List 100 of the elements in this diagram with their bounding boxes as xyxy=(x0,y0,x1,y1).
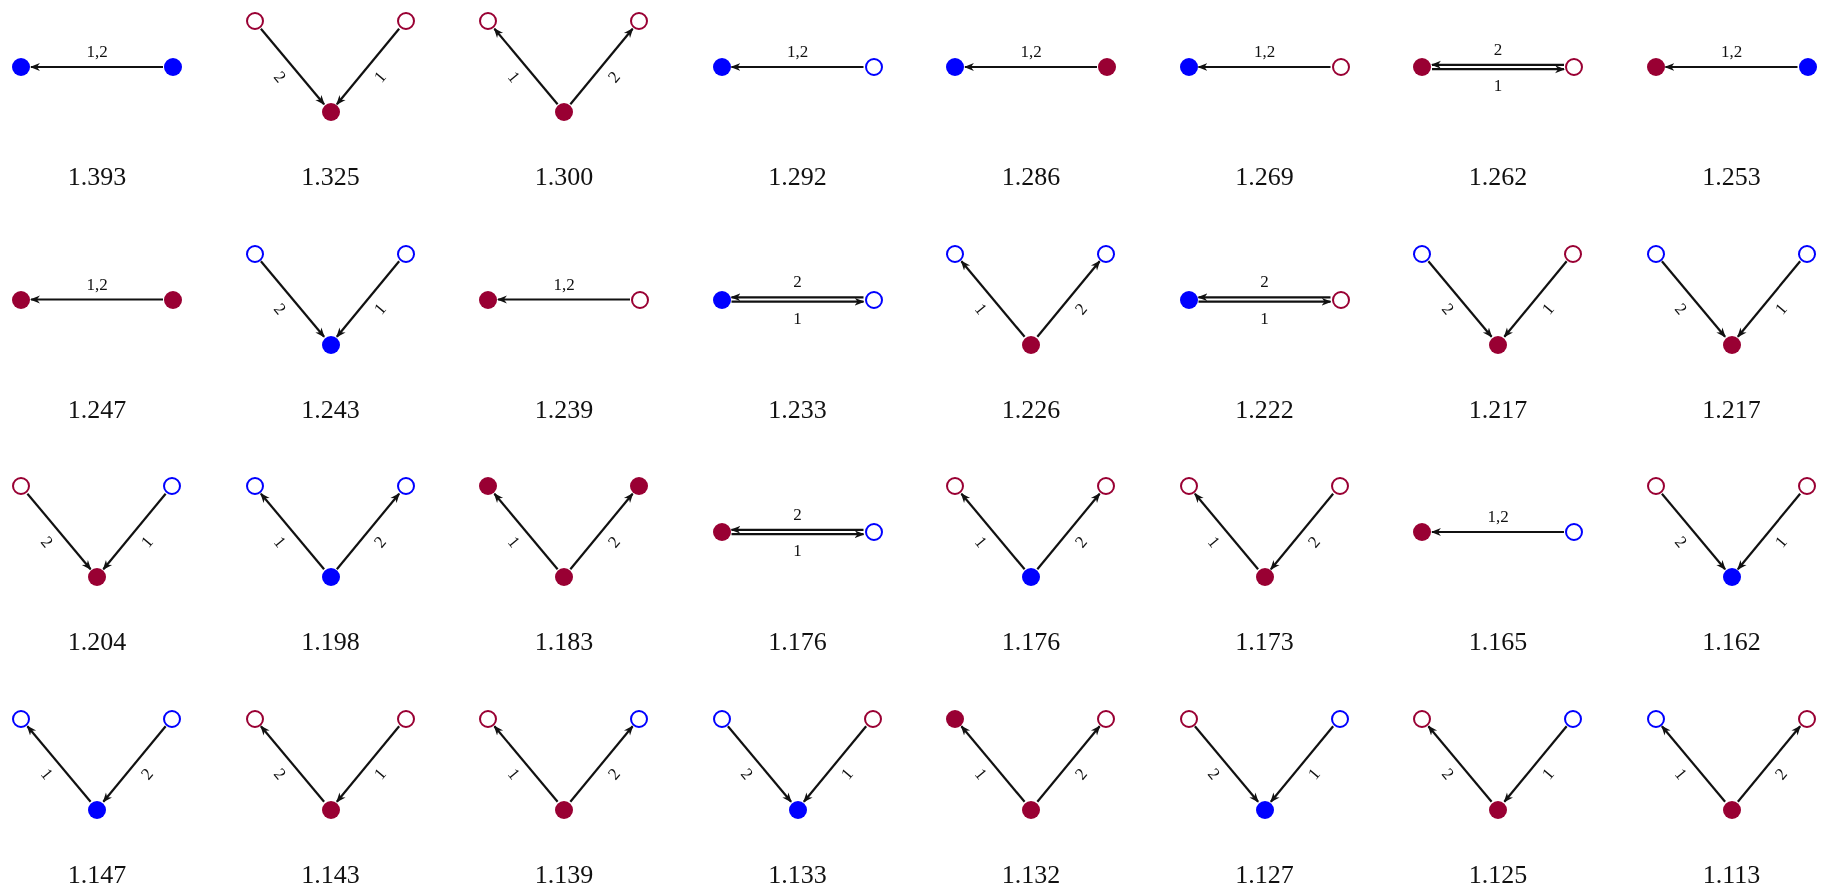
open-node xyxy=(245,709,264,728)
edge-label: 1 xyxy=(504,68,523,86)
arrow xyxy=(1503,260,1568,338)
filled-node xyxy=(164,58,182,76)
score-label: 1.127 xyxy=(1235,861,1294,888)
edge-label: 1 xyxy=(270,533,290,551)
filled-node xyxy=(1489,800,1507,819)
arrow xyxy=(260,260,325,338)
filled-node xyxy=(1646,58,1665,76)
edge-label: 2 xyxy=(1438,300,1457,318)
edge-label: 2 xyxy=(270,68,290,86)
arrow xyxy=(493,27,559,106)
arrow xyxy=(102,493,167,571)
arrow xyxy=(1661,492,1726,571)
edge-label: 1,2 xyxy=(1720,42,1743,60)
edge-label: 1 xyxy=(137,533,157,551)
score-label: 1.198 xyxy=(301,629,360,655)
open-node xyxy=(1564,709,1582,728)
edge-label: 2 xyxy=(1071,765,1091,783)
score-label: 1.292 xyxy=(768,164,827,190)
open-node xyxy=(245,12,264,30)
arrow xyxy=(1661,725,1726,803)
edge-label: 1 xyxy=(838,765,857,783)
edge-label: 2 xyxy=(270,300,290,318)
edge-label: 1 xyxy=(971,765,990,783)
open-node xyxy=(163,709,181,728)
arrow xyxy=(569,27,634,105)
edge-label: 1 xyxy=(971,533,990,551)
score-label: 1.165 xyxy=(1468,629,1528,655)
open-node xyxy=(864,290,883,309)
arrow xyxy=(260,725,325,803)
edge-label: 1 xyxy=(1772,300,1791,318)
edge-label: 1 xyxy=(371,300,390,318)
edge-label: 2 xyxy=(1260,272,1269,290)
arrow xyxy=(1737,725,1801,803)
open-node xyxy=(1179,709,1198,728)
score-label: 1.393 xyxy=(67,164,127,190)
edge-label: 1 xyxy=(971,300,990,318)
score-label: 1.133 xyxy=(768,861,827,888)
edge-label: 1 xyxy=(1305,765,1324,783)
filled-node xyxy=(321,335,340,354)
edge-label: 2 xyxy=(1305,533,1324,551)
open-node xyxy=(479,12,497,30)
edge-label: 2 xyxy=(1671,533,1691,551)
score-label: 1.226 xyxy=(1001,396,1061,423)
open-node xyxy=(630,12,648,30)
score-label: 1.143 xyxy=(301,861,360,888)
arrow xyxy=(569,492,634,570)
score-label: 1.125 xyxy=(1468,861,1528,888)
edge-label: 2 xyxy=(793,505,802,523)
edge-label: 2 xyxy=(1438,765,1457,783)
arrow xyxy=(493,492,559,571)
edge-label: 2 xyxy=(604,765,624,783)
open-node xyxy=(630,709,648,728)
arrow xyxy=(260,492,325,571)
arrow xyxy=(960,260,1026,338)
filled-node xyxy=(1255,568,1274,586)
open-node xyxy=(1331,58,1350,76)
open-node xyxy=(1330,709,1349,728)
score-label: 1.239 xyxy=(534,396,594,423)
open-node xyxy=(1797,477,1816,495)
arrow xyxy=(731,530,865,539)
open-node xyxy=(12,477,30,495)
arrow xyxy=(1194,725,1259,803)
arrow xyxy=(493,725,559,803)
filled-node xyxy=(1022,335,1040,354)
edge-label: 1 xyxy=(371,765,390,783)
edge-label: 1 xyxy=(1538,765,1558,783)
edge-label: 1 xyxy=(1671,765,1691,783)
arrow xyxy=(1427,725,1493,803)
open-node xyxy=(396,244,415,263)
filled-node xyxy=(712,290,731,309)
arrow xyxy=(730,293,864,302)
arrow xyxy=(336,725,400,803)
open-node xyxy=(946,477,964,495)
open-node xyxy=(12,709,30,728)
arrow xyxy=(1036,260,1101,338)
open-node xyxy=(245,477,264,495)
score-label: 1.325 xyxy=(301,164,360,190)
filled-node xyxy=(12,290,30,309)
open-node xyxy=(1564,244,1582,263)
filled-node xyxy=(946,58,964,76)
arrow xyxy=(1431,60,1564,69)
filled-node xyxy=(1722,800,1741,819)
filled-node xyxy=(479,477,497,495)
edge-label: 2 xyxy=(371,533,390,551)
filled-node xyxy=(1722,568,1741,586)
filled-node xyxy=(1179,58,1198,76)
arrow xyxy=(1270,725,1334,803)
filled-node xyxy=(555,800,573,819)
filled-node xyxy=(712,58,731,76)
arrow xyxy=(26,725,92,803)
open-node xyxy=(1413,244,1431,263)
score-label: 1.222 xyxy=(1235,396,1294,423)
edge-label: 2 xyxy=(37,533,56,551)
edge-label: 1 xyxy=(37,765,56,783)
arrow xyxy=(1198,297,1332,306)
filled-node xyxy=(1489,335,1507,354)
arrow xyxy=(1036,492,1101,570)
score-label: 1.204 xyxy=(67,629,127,655)
